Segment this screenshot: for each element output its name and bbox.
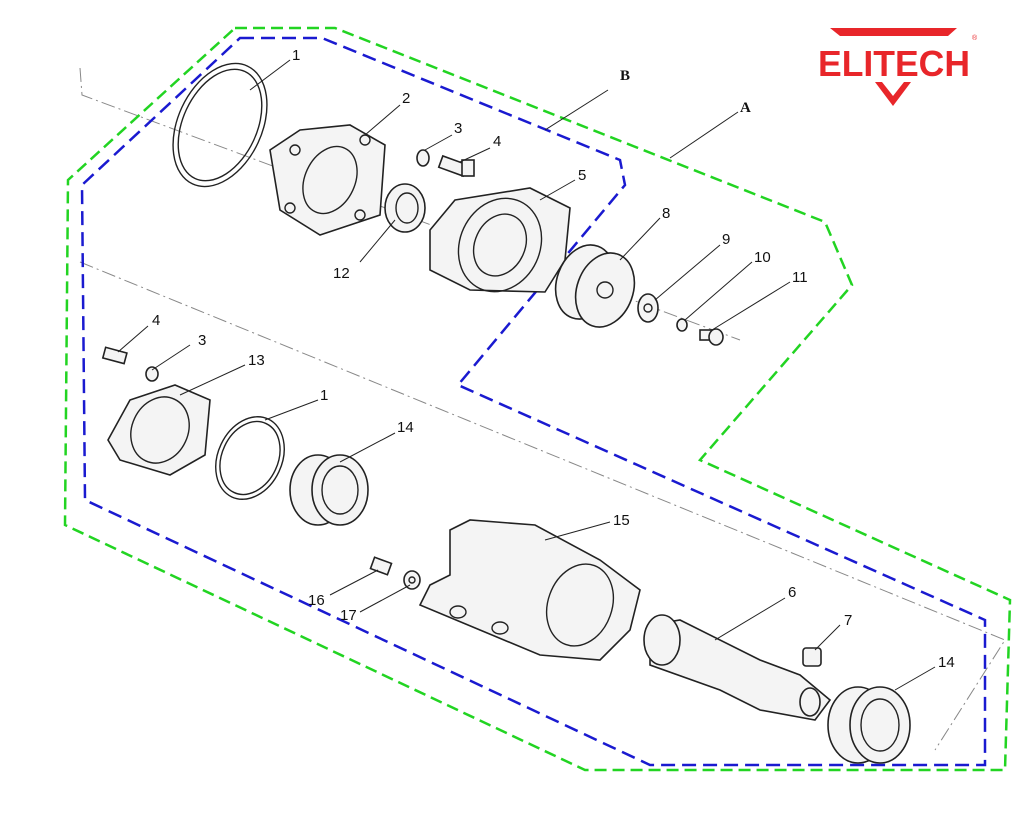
group-a-label: A [740,100,751,116]
callout-15: 15 [613,512,630,529]
part-washer-3 [416,149,430,167]
callout-1: 1 [292,47,300,64]
part-bolt-4-lower [101,346,128,365]
callout-6: 6 [788,584,796,601]
callout-10: 10 [754,249,771,266]
axis-line-upper [79,67,741,341]
group-a-leader [669,111,739,159]
part-pulley-8 [554,244,636,328]
part-cover-13 [107,384,211,476]
callout-5: 5 [578,167,586,184]
callout-17: 17 [340,607,357,624]
group-b-label: B [620,68,630,84]
part-shaft-6 [643,614,832,721]
callout-9: 9 [722,231,730,248]
part-washer-17 [403,570,421,590]
leader-lines [117,59,936,691]
callout-11: 11 [792,269,808,286]
callout-1-lower: 1 [320,387,328,404]
part-bearing-14-lower [827,686,911,764]
callout-16: 16 [308,592,325,609]
part-flange-2 [269,124,386,236]
callout-7: 7 [844,612,852,629]
callout-14: 14 [397,419,414,436]
part-bolt-4 [437,154,475,178]
part-gear-housing-15 [418,519,641,661]
group-a-outline [63,26,1012,772]
part-bearing-14 [289,454,369,526]
part-o-ring-1 [172,62,268,188]
part-housing-5 [429,187,571,293]
svg-text:ELITECH: ELITECH [818,43,970,84]
part-washer-3-lower [145,366,159,382]
axis-line-lower [79,261,1006,751]
part-washer-10 [676,318,688,332]
callout-2: 2 [402,90,410,107]
part-bolt-16 [369,556,393,576]
callout-3-lower: 3 [198,332,206,349]
callout-4: 4 [493,133,501,150]
part-o-ring-1-lower [215,416,285,500]
callout-4-lower: 4 [152,312,160,329]
elitech-logo: ELITECH ® [818,28,978,106]
callout-13: 13 [248,352,265,369]
callout-8: 8 [662,205,670,222]
group-b-leader [544,89,609,131]
callout-12: 12 [333,265,350,282]
group-b-outline [80,36,987,767]
callout-3: 3 [454,120,462,137]
svg-text:®: ® [972,34,978,42]
callout-14-lower: 14 [938,654,955,671]
part-bolt-11 [699,328,724,346]
part-washer-9 [637,293,659,323]
part-key-7 [802,647,822,667]
